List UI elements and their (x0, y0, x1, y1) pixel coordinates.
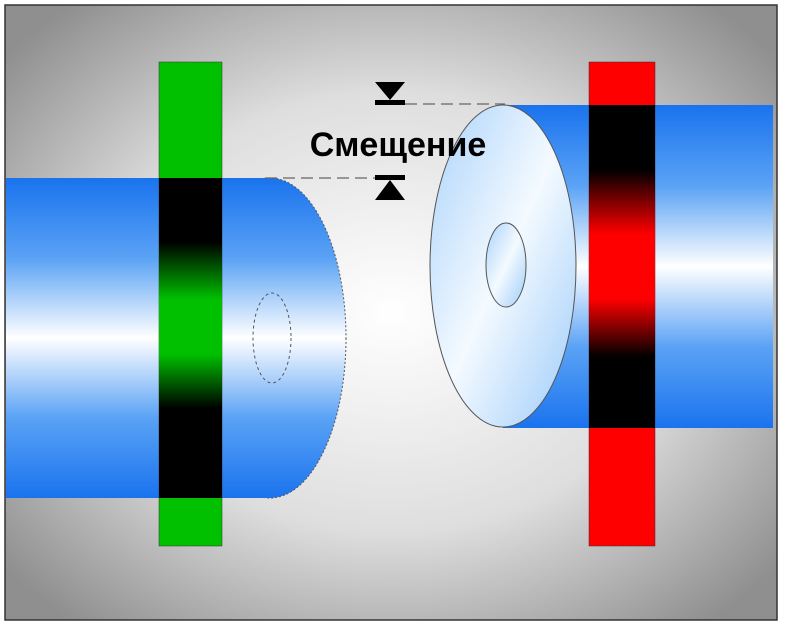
right-alignment-band (588, 61, 656, 547)
right-shaft-bore (485, 222, 527, 308)
offset-label: Смещение (310, 126, 487, 164)
offset-dimension: Смещение (265, 82, 505, 200)
left-alignment-band (158, 61, 223, 547)
left-shaft-bore (252, 292, 292, 384)
up-arrow-icon (375, 175, 405, 200)
left-shaft (6, 177, 347, 499)
down-arrow-icon (375, 82, 405, 105)
